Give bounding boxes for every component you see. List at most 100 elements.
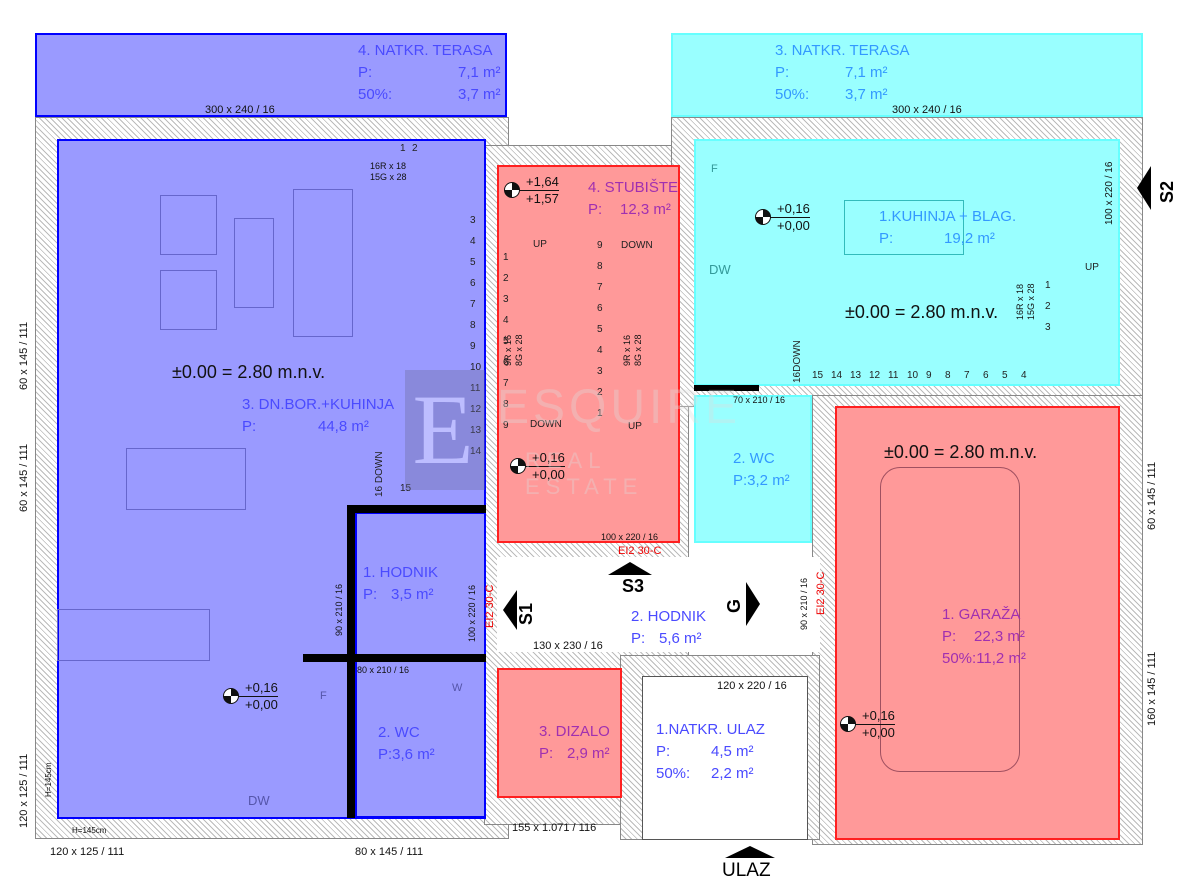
kitchen-label: 1.KUHINJA + BLAG. P:19,2 m² (879, 208, 1017, 247)
dim-left-window: 60 x 145 / 111 (18, 321, 30, 390)
fire-rating-hall1-door: EI2 30-C (484, 584, 496, 628)
dim-hall2-window: 130 x 230 / 16 (533, 640, 603, 652)
room-covered-entrance[interactable] (642, 676, 808, 840)
stair-step-number: 14 (831, 370, 843, 381)
entrance-marker[interactable]: ULAZ (722, 860, 771, 881)
entrance-label: 1.NATKR. ULAZ P:4,5 m² 50%:2,2 m² (656, 721, 765, 782)
dining-table-icon (844, 200, 964, 255)
stair-step-number: 2 (597, 387, 603, 398)
stair-down-label: DOWN (530, 419, 562, 430)
wall-black (303, 654, 486, 662)
stair-step-number: 4 (597, 345, 603, 356)
room-hallway-1[interactable] (355, 512, 486, 660)
stair-step-number: 8 (945, 370, 951, 381)
datum-icon (840, 716, 856, 732)
stair-step-number: 7 (964, 370, 970, 381)
stair-spec: 8G x 28 (633, 334, 643, 366)
living-label: 3. DN.BOR.+KUHINJA P:44,8 m² (242, 396, 395, 435)
dim-bottom-window: 120 x 125 / 111 (50, 846, 125, 858)
dim-left-window: 60 x 145 / 111 (18, 443, 30, 512)
hallway-1-label: 1. HODNIK P:3,5 m² (363, 564, 439, 603)
stair-step-number: 9 (503, 420, 509, 431)
dining-table-icon (126, 448, 246, 510)
stair-step-number: 9 (597, 240, 603, 251)
room-elevator[interactable] (497, 668, 622, 798)
stair-step-number: 5 (503, 336, 509, 347)
stair-step-number: 13 (850, 370, 862, 381)
stair-step-number: 9 (470, 341, 476, 352)
stair-step-number: 3 (503, 294, 509, 305)
fridge-icon: F (711, 163, 718, 175)
stair-spec: 16R x 18 (370, 161, 407, 171)
stair-step-number: 1 (503, 252, 509, 263)
stair-step-number: 4 (503, 315, 509, 326)
section-arrow-icon (746, 582, 760, 626)
entrance-arrow-icon (725, 846, 775, 858)
wall-black (694, 385, 759, 391)
stair-step-number: 2 (412, 143, 418, 154)
room-terrace-4[interactable] (35, 33, 507, 117)
dim-kitchen-door: 100 x 220 / 16 (1104, 161, 1115, 225)
dishwasher-icon: DW (709, 262, 731, 277)
room-wc-right[interactable] (694, 395, 812, 543)
room-wc-left[interactable] (355, 660, 486, 818)
terrace-4-label: 4. NATKR. TERASA P:7,1 m² 50%:3,7 m² (358, 42, 501, 103)
elevator-label: 3. DIZALO P:2,9 m² (539, 723, 610, 762)
datum-icon (223, 688, 239, 704)
level-living: ±0.00 = 2.80 m.n.v. (172, 362, 326, 382)
level-kitchen: ±0.00 = 2.80 m.n.v. (845, 302, 999, 322)
stair-step-number: 4 (470, 236, 476, 247)
stair-step-number: 7 (597, 282, 603, 293)
stair-step-number: 13 (470, 425, 482, 436)
stair-step-number: 12 (470, 404, 482, 415)
section-arrow-icon (608, 562, 652, 575)
stair-step-number: 2 (1045, 301, 1051, 312)
stair-step-number: 7 (503, 378, 509, 389)
stair-spec: 8G x 28 (514, 334, 524, 366)
dim-right-window: 60 x 145 / 111 (1146, 461, 1158, 530)
kitchen-island-icon (57, 609, 210, 661)
garage-label: 1. GARAŽA P:22,3 m² 50%:11,2 m² (942, 606, 1026, 667)
elevation-marker: +1,64+1,57 (504, 174, 559, 207)
dim-hall1-side: 90 x 210 / 16 (334, 583, 344, 636)
stair-step-number: 3 (597, 366, 603, 377)
stair-down-label: DOWN (621, 240, 653, 251)
fridge-icon: F (320, 690, 327, 702)
dim-corner-height: H=145cm (72, 826, 107, 835)
elevation-marker: +0,16+0,00 (840, 708, 895, 741)
sofa-icon (293, 189, 353, 337)
section-s1[interactable]: S1 (516, 602, 536, 625)
car-icon (880, 467, 1020, 772)
stair-step-number: 6 (470, 278, 476, 289)
stair-step-number: 11 (470, 383, 481, 394)
room-kitchen-dining[interactable] (694, 139, 1120, 386)
section-g[interactable]: G (724, 598, 744, 613)
room-hallway-2[interactable] (497, 557, 820, 652)
stair-up-label: UP (628, 421, 642, 432)
dim-bottom-window: 80 x 145 / 111 (355, 846, 424, 858)
stair-step-number: 7 (470, 299, 476, 310)
dim-terrace3-door: 300 x 240 / 16 (892, 104, 962, 116)
dim-corner-height: H=145cm (44, 762, 53, 797)
section-s3[interactable]: S3 (622, 576, 645, 596)
dim-hall1-door: 100 x 220 / 16 (467, 584, 477, 642)
section-s2[interactable]: S2 (1157, 180, 1177, 203)
stair-spec: 16R x 18 (1015, 283, 1025, 320)
armchair-icon (160, 270, 217, 330)
dim-bottom-window: 155 x 1.071 / 116 (512, 822, 597, 834)
dim-terrace4-door: 300 x 240 / 16 (205, 104, 275, 116)
room-stairwell[interactable] (497, 165, 680, 543)
fire-rating-garage-door: EI2 30-C (815, 571, 827, 615)
stair-step-number: 6 (503, 357, 509, 368)
elevation-marker: +0,16+0,00 (755, 201, 810, 234)
dim-right-window: 160 x 145 / 111 (1146, 651, 1158, 726)
room-terrace-3[interactable] (671, 33, 1143, 117)
stair-up-label: UP (533, 239, 547, 250)
dim-wc-door: 80 x 210 / 16 (357, 665, 410, 675)
elevation-marker: +0,16+0,00 (223, 680, 278, 713)
stair-spec: 9R x 16 (622, 334, 632, 366)
stair-step-number: 6 (983, 370, 989, 381)
stair-spec: 15G x 28 (370, 172, 407, 182)
stair-step-number: 5 (1002, 370, 1008, 381)
